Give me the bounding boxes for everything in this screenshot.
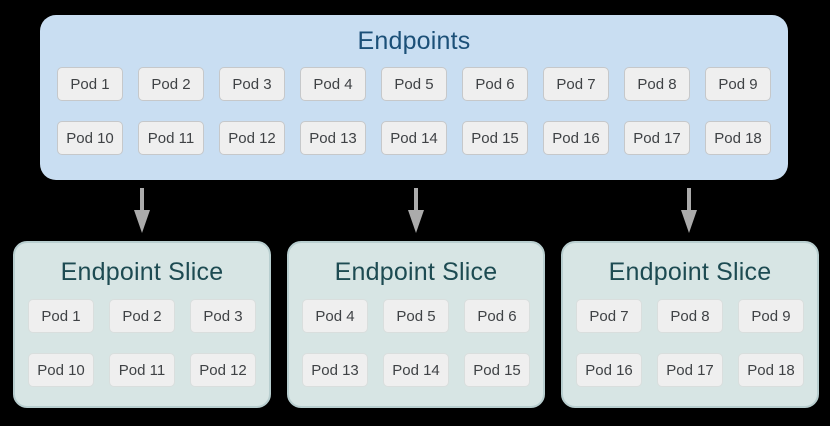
pod-box: Pod 6 — [464, 299, 530, 333]
pod-box: Pod 13 — [300, 121, 366, 155]
pod-box: Pod 3 — [219, 67, 285, 101]
pod-box: Pod 16 — [543, 121, 609, 155]
pod-box: Pod 7 — [576, 299, 642, 333]
pod-box: Pod 5 — [383, 299, 449, 333]
slice-2-pod-row-2: Pod 13 Pod 14 Pod 15 — [289, 353, 543, 387]
pod-box: Pod 4 — [302, 299, 368, 333]
pod-box: Pod 9 — [705, 67, 771, 101]
slice-pod-rows: Pod 4 Pod 5 Pod 6 Pod 13 Pod 14 Pod 15 — [289, 299, 543, 387]
arrow-stem — [687, 188, 691, 210]
pod-box: Pod 12 — [190, 353, 256, 387]
pod-box: Pod 17 — [657, 353, 723, 387]
arrow-head — [134, 210, 150, 233]
pod-box: Pod 12 — [219, 121, 285, 155]
pod-box: Pod 1 — [28, 299, 94, 333]
arrow-stem — [140, 188, 144, 210]
slice-3-pod-row-1: Pod 7 Pod 8 Pod 9 — [563, 299, 817, 333]
pod-box: Pod 2 — [109, 299, 175, 333]
pod-box: Pod 14 — [383, 353, 449, 387]
pod-box: Pod 2 — [138, 67, 204, 101]
pod-box: Pod 15 — [464, 353, 530, 387]
slice-1-pod-row-2: Pod 10 Pod 11 Pod 12 — [15, 353, 269, 387]
pod-box: Pod 18 — [705, 121, 771, 155]
endpoints-pod-row-2: Pod 10 Pod 11 Pod 12 Pod 13 Pod 14 Pod 15 Pod … — [40, 121, 788, 155]
pod-box: Pod 4 — [300, 67, 366, 101]
pod-box: Pod 11 — [109, 353, 175, 387]
endpoint-slice-title: Endpoint Slice — [608, 258, 772, 286]
endpoints-pod-rows: Pod 1 Pod 2 Pod 3 Pod 4 Pod 5 Pod 6 Pod 7 Pod 8… — [40, 67, 788, 155]
arrow-stem — [414, 188, 418, 210]
slice-pod-rows: Pod 7 Pod 8 Pod 9 Pod 16 Pod 17 Pod 18 — [563, 299, 817, 387]
slice-2-pod-row-1: Pod 4 Pod 5 Pod 6 — [289, 299, 543, 333]
pod-box: Pod 6 — [462, 67, 528, 101]
down-arrow-icon — [131, 188, 153, 233]
pod-box: Pod 8 — [624, 67, 690, 101]
pod-box: Pod 10 — [28, 353, 94, 387]
pod-box: Pod 3 — [190, 299, 256, 333]
slice-1-pod-row-1: Pod 1 Pod 2 Pod 3 — [15, 299, 269, 333]
arrow-head — [681, 210, 697, 233]
down-arrow-icon — [405, 188, 427, 233]
pod-box: Pod 11 — [138, 121, 204, 155]
slice-pod-rows: Pod 1 Pod 2 Pod 3 Pod 10 Pod 11 Pod 12 — [15, 299, 269, 387]
pod-box: Pod 18 — [738, 353, 804, 387]
pod-box: Pod 10 — [57, 121, 123, 155]
pod-box: Pod 15 — [462, 121, 528, 155]
arrow-head — [408, 210, 424, 233]
endpoints-title: Endpoints — [357, 27, 471, 55]
pod-box: Pod 7 — [543, 67, 609, 101]
pod-box: Pod 13 — [302, 353, 368, 387]
pod-box: Pod 8 — [657, 299, 723, 333]
pod-box: Pod 14 — [381, 121, 447, 155]
endpoint-slice-title: Endpoint Slice — [60, 258, 224, 286]
endpoints-pod-row-1: Pod 1 Pod 2 Pod 3 Pod 4 Pod 5 Pod 6 Pod 7 Pod 8… — [40, 67, 788, 101]
pod-box: Pod 5 — [381, 67, 447, 101]
slice-3-pod-row-2: Pod 16 Pod 17 Pod 18 — [563, 353, 817, 387]
pod-box: Pod 9 — [738, 299, 804, 333]
down-arrow-icon — [678, 188, 700, 233]
endpoint-slice-title: Endpoint Slice — [334, 258, 498, 286]
pod-box: Pod 17 — [624, 121, 690, 155]
endpoints-box: Endpoints Pod 1 Pod 2 Pod 3 Pod 4 Pod 5 Pod 6… — [40, 15, 788, 180]
pod-box: Pod 1 — [57, 67, 123, 101]
pod-box: Pod 16 — [576, 353, 642, 387]
